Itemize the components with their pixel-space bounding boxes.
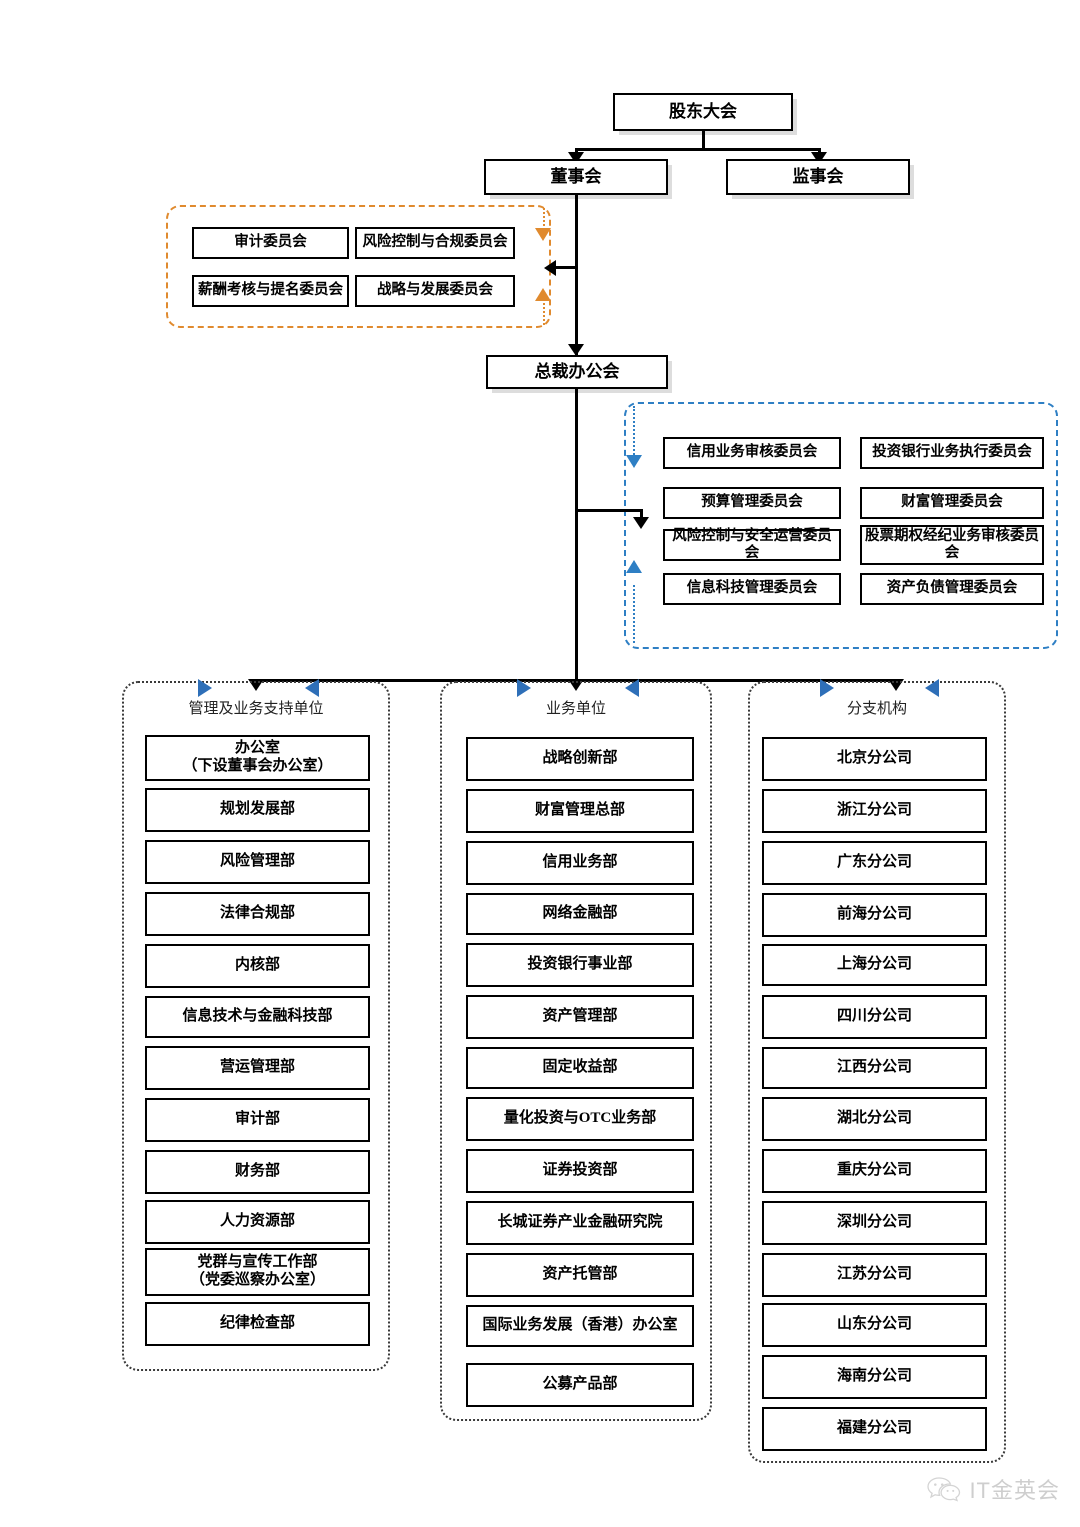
biz-international-hk-office[interactable]: 国际业务发展（香港）办公室 xyxy=(466,1305,694,1347)
biz-asset-management[interactable]: 资产管理部 xyxy=(466,995,694,1039)
branch-jiangxi[interactable]: 江西分公司 xyxy=(762,1047,987,1089)
watermark: IT金英会 xyxy=(927,1473,1060,1505)
dept-internal-review[interactable]: 内核部 xyxy=(145,944,370,988)
biz-internet-finance[interactable]: 网络金融部 xyxy=(466,893,694,935)
branch-qianhai[interactable]: 前海分公司 xyxy=(762,893,987,937)
dept-discipline-inspection[interactable]: 纪律检查部 xyxy=(145,1302,370,1346)
column-title-branches: 分支机构 xyxy=(846,701,907,717)
dept-audit[interactable]: 审计部 xyxy=(145,1098,370,1142)
committee-wealth-management[interactable]: 财富管理委员会 xyxy=(860,487,1044,519)
biz-research-institute[interactable]: 长城证券产业金融研究院 xyxy=(466,1201,694,1245)
committee-risk-control-safe-operation[interactable]: 风险控制与安全运营委员会 xyxy=(663,528,841,561)
arrow-board-to-committees-icon xyxy=(544,260,556,276)
biz-public-fund-products[interactable]: 公募产品部 xyxy=(466,1363,694,1407)
arrow-col2-in-left-icon xyxy=(517,679,531,697)
rail-blue-bottom xyxy=(633,585,635,643)
arrow-blue-up-icon xyxy=(626,560,642,573)
biz-asset-custody[interactable]: 资产托管部 xyxy=(466,1253,694,1297)
connector-president-committees-drop xyxy=(640,509,643,521)
dept-human-resources[interactable]: 人力资源部 xyxy=(145,1200,370,1244)
node-president-office[interactable]: 总裁办公会 xyxy=(486,355,668,389)
biz-investment-banking[interactable]: 投资银行事业部 xyxy=(466,943,694,987)
column-container-management: 管理及业务支持单位 xyxy=(122,681,390,1371)
rail-blue-top xyxy=(633,406,635,458)
connector-president-trunk xyxy=(575,389,578,679)
biz-strategy-innovation[interactable]: 战略创新部 xyxy=(466,737,694,781)
committee-stock-option-brokerage-review[interactable]: 股票期权经纪业务审核委员会 xyxy=(860,525,1044,565)
dept-party-propaganda[interactable]: 党群与宣传工作部 （党委巡察办公室） xyxy=(145,1248,370,1296)
arrow-col3-in-right-icon xyxy=(925,679,939,697)
committee-asset-liability-management[interactable]: 资产负债管理委员会 xyxy=(860,573,1044,605)
connector-shareholders-stem xyxy=(702,131,705,150)
arrow-blue-down-icon xyxy=(626,455,642,468)
branch-fujian[interactable]: 福建分公司 xyxy=(762,1407,987,1451)
connector-president-to-committees xyxy=(575,509,642,512)
connector-board-to-committees xyxy=(556,266,576,269)
arrow-president-to-committees-icon xyxy=(633,517,649,529)
connector-board-trunk xyxy=(575,195,578,355)
watermark-text: IT金英会 xyxy=(969,1478,1060,1503)
biz-quant-otc[interactable]: 量化投资与OTC业务部 xyxy=(466,1097,694,1141)
dept-it-fintech[interactable]: 信息技术与金融科技部 xyxy=(145,996,370,1038)
biz-fixed-income[interactable]: 固定收益部 xyxy=(466,1047,694,1089)
branch-hainan[interactable]: 海南分公司 xyxy=(762,1355,987,1399)
connector-shareholders-bus xyxy=(575,148,820,151)
arrow-col1-in-right-icon xyxy=(305,679,319,697)
branch-zhejiang[interactable]: 浙江分公司 xyxy=(762,789,987,833)
arrow-col3-in-left-icon xyxy=(820,679,834,697)
rail-orange-top xyxy=(543,208,545,230)
branch-shanghai[interactable]: 上海分公司 xyxy=(762,944,987,986)
wechat-icon xyxy=(927,1477,961,1502)
dept-finance[interactable]: 财务部 xyxy=(145,1150,370,1194)
branch-sichuan[interactable]: 四川分公司 xyxy=(762,995,987,1039)
committee-budget-management[interactable]: 预算管理委员会 xyxy=(663,487,841,519)
committee-risk-compliance[interactable]: 风险控制与合规委员会 xyxy=(355,227,515,259)
committee-audit[interactable]: 审计委员会 xyxy=(192,227,349,259)
arrow-col1-in-left-icon xyxy=(198,679,212,697)
node-board-of-supervisors[interactable]: 监事会 xyxy=(726,159,910,195)
president-committees-container xyxy=(624,402,1058,649)
column-title-business: 业务单位 xyxy=(545,701,606,717)
committee-remuneration-nomination[interactable]: 薪酬考核与提名委员会 xyxy=(192,275,349,307)
branch-chongqing[interactable]: 重庆分公司 xyxy=(762,1149,987,1193)
branch-jiangsu[interactable]: 江苏分公司 xyxy=(762,1253,987,1297)
committee-strategy-development[interactable]: 战略与发展委员会 xyxy=(355,275,515,307)
branch-shenzhen[interactable]: 深圳分公司 xyxy=(762,1201,987,1245)
branch-guangdong[interactable]: 广东分公司 xyxy=(762,841,987,885)
arrow-orange-down-icon xyxy=(535,228,551,241)
node-shareholders-meeting[interactable]: 股东大会 xyxy=(613,93,793,131)
branch-hubei[interactable]: 湖北分公司 xyxy=(762,1097,987,1141)
biz-wealth-management-hq[interactable]: 财富管理总部 xyxy=(466,789,694,833)
column-container-business: 业务单位 xyxy=(440,681,712,1421)
rail-orange-bottom xyxy=(543,303,545,325)
dept-office[interactable]: 办公室 （下设董事会办公室） xyxy=(145,735,370,781)
column-container-branches: 分支机构 xyxy=(748,681,1006,1463)
arrow-col2-in-right-icon xyxy=(625,679,639,697)
dept-planning-development[interactable]: 规划发展部 xyxy=(145,788,370,832)
branch-shandong[interactable]: 山东分公司 xyxy=(762,1303,987,1347)
committee-investment-banking-execution[interactable]: 投资银行业务执行委员会 xyxy=(860,437,1044,469)
arrow-to-president-office-icon xyxy=(568,344,584,356)
dept-risk-management[interactable]: 风险管理部 xyxy=(145,840,370,884)
biz-securities-investment[interactable]: 证券投资部 xyxy=(466,1149,694,1193)
arrow-orange-up-icon xyxy=(535,288,551,301)
biz-credit-business[interactable]: 信用业务部 xyxy=(466,841,694,885)
dept-legal-compliance[interactable]: 法律合规部 xyxy=(145,892,370,936)
column-title-management: 管理及业务支持单位 xyxy=(188,701,324,717)
committee-it-management[interactable]: 信息科技管理委员会 xyxy=(663,573,841,605)
committee-credit-business-review[interactable]: 信用业务审核委员会 xyxy=(663,437,841,469)
board-committees-container xyxy=(166,205,551,328)
dept-operations-management[interactable]: 营运管理部 xyxy=(145,1046,370,1090)
branch-beijing[interactable]: 北京分公司 xyxy=(762,737,987,781)
node-board-of-directors[interactable]: 董事会 xyxy=(484,159,668,195)
